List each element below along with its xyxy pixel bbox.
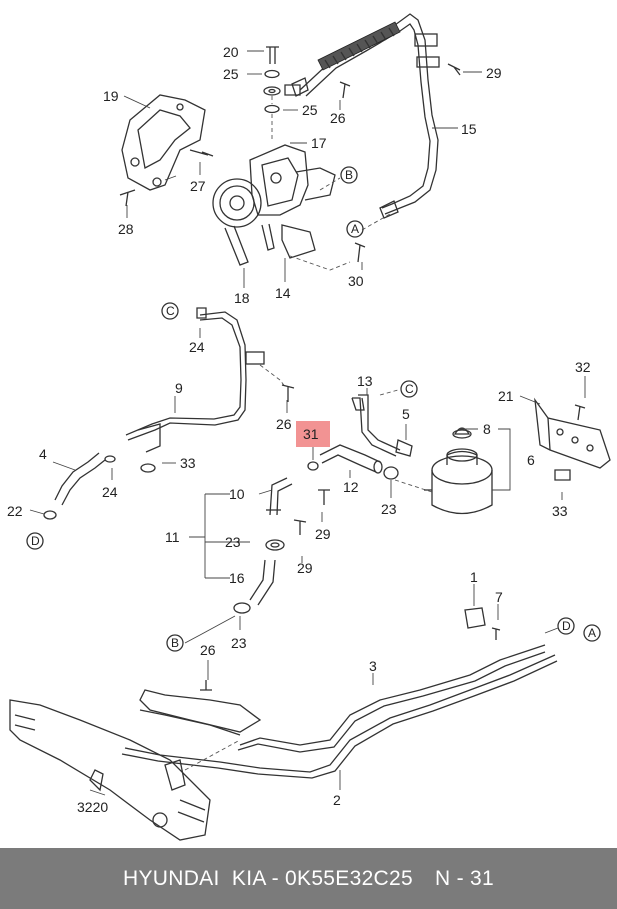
hose-13 bbox=[351, 389, 413, 457]
pressure-line-3 bbox=[237, 644, 546, 753]
callout-16: 16 bbox=[229, 570, 245, 586]
pump-fittings bbox=[263, 46, 301, 140]
callout-8: 8 bbox=[483, 421, 491, 437]
hose-4 bbox=[43, 452, 116, 520]
ref-marker-d: D bbox=[557, 617, 575, 635]
svg-text:B: B bbox=[171, 636, 179, 650]
ref-marker-a: A bbox=[583, 624, 601, 642]
callout-25: 25 bbox=[302, 102, 318, 118]
callout-23: 23 bbox=[231, 635, 247, 651]
callout-24: 24 bbox=[102, 484, 118, 500]
steering-rack bbox=[9, 699, 241, 841]
callout-26: 26 bbox=[200, 642, 216, 658]
return-line-9 bbox=[125, 311, 265, 473]
pipe-10 bbox=[266, 477, 293, 516]
reference-markers: B A C C D B D A bbox=[26, 166, 601, 652]
callout-23: 23 bbox=[225, 534, 241, 550]
ref-marker-b: B bbox=[166, 634, 184, 652]
callout-15: 15 bbox=[461, 121, 477, 137]
part-31-highlight bbox=[296, 421, 330, 447]
callout-26: 26 bbox=[276, 416, 292, 432]
power-steering-pump-17 bbox=[212, 144, 336, 266]
ref-marker-c: C bbox=[400, 380, 418, 398]
callout-33: 33 bbox=[552, 503, 568, 519]
svg-text:D: D bbox=[562, 619, 571, 633]
callout-29: 29 bbox=[486, 65, 502, 81]
leader-lines bbox=[29, 50, 586, 796]
callout-31: 31 bbox=[303, 426, 319, 442]
bracket-21 bbox=[534, 397, 611, 481]
callout-6: 6 bbox=[527, 452, 535, 468]
ref-marker-c: C bbox=[161, 302, 179, 320]
callout-21: 21 bbox=[498, 388, 514, 404]
callout-3220: 3220 bbox=[77, 799, 108, 815]
svg-text:C: C bbox=[405, 382, 414, 396]
callout-29: 29 bbox=[297, 560, 313, 576]
callout-17: 17 bbox=[311, 135, 327, 151]
callout-22: 22 bbox=[7, 503, 23, 519]
callout-27: 27 bbox=[190, 178, 206, 194]
hose-12 bbox=[319, 444, 383, 474]
callout-labels: 20 25 25 26 29 15 19 17 27 28 18 14 30 2… bbox=[7, 44, 591, 815]
parts-diagram: 20 25 25 26 29 15 19 17 27 28 18 14 30 2… bbox=[7, 13, 611, 841]
callout-2: 2 bbox=[333, 792, 341, 808]
bracket-19 bbox=[119, 94, 214, 207]
callout-12: 12 bbox=[343, 479, 359, 495]
callout-14: 14 bbox=[275, 285, 291, 301]
callout-4: 4 bbox=[39, 446, 47, 462]
reservoir-6 bbox=[424, 427, 493, 515]
ref-marker-d: D bbox=[26, 532, 44, 550]
callout-32: 32 bbox=[575, 359, 591, 375]
callout-23: 23 bbox=[381, 501, 397, 517]
brand-part-number: HYUNDAI KIA - 0K55E32C25 bbox=[123, 866, 413, 890]
callout-3: 3 bbox=[369, 658, 377, 674]
callout-1: 1 bbox=[470, 569, 478, 585]
callout-5: 5 bbox=[402, 406, 410, 422]
svg-text:A: A bbox=[351, 222, 359, 236]
ref-marker-a: A bbox=[346, 220, 364, 238]
callout-20: 20 bbox=[223, 44, 239, 60]
hose-16 bbox=[249, 559, 276, 606]
callout-29: 29 bbox=[315, 526, 331, 542]
callout-7: 7 bbox=[495, 589, 503, 605]
callout-13: 13 bbox=[357, 373, 373, 389]
callout-28: 28 bbox=[118, 221, 134, 237]
svg-text:D: D bbox=[31, 534, 40, 548]
callout-30: 30 bbox=[348, 273, 364, 289]
part-number-footer: HYUNDAI KIA - 0K55E32C25 N - 31 bbox=[0, 848, 617, 909]
svg-text:B: B bbox=[345, 168, 353, 182]
callout-11: 11 bbox=[165, 529, 180, 545]
return-line-2 bbox=[121, 654, 558, 779]
callout-9: 9 bbox=[175, 380, 183, 396]
svg-text:C: C bbox=[166, 304, 175, 318]
callout-reference: N - 31 bbox=[434, 866, 494, 890]
callout-26: 26 bbox=[330, 110, 346, 126]
callout-10: 10 bbox=[229, 486, 245, 502]
callout-18: 18 bbox=[234, 290, 250, 306]
callout-33: 33 bbox=[180, 455, 196, 471]
ref-marker-b: B bbox=[340, 166, 358, 184]
pressure-hose-15 bbox=[291, 13, 440, 219]
callout-19: 19 bbox=[103, 88, 119, 104]
callout-25: 25 bbox=[223, 66, 239, 82]
callout-24: 24 bbox=[189, 339, 205, 355]
svg-text:A: A bbox=[588, 626, 596, 640]
